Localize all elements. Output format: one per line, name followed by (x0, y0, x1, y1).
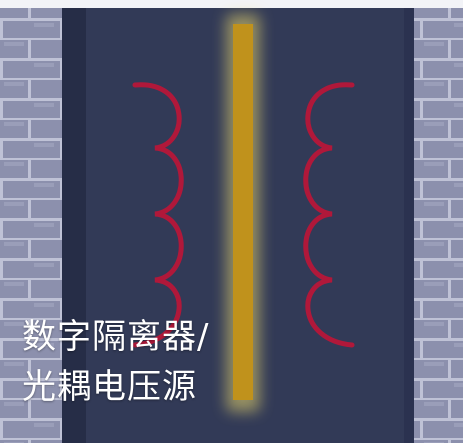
chip-edge-left (62, 8, 86, 443)
caption: 数字隔离器/ 光耦电压源 (22, 312, 322, 412)
coil-icon-left (132, 82, 184, 348)
brick-wall-left (0, 0, 70, 443)
coil-icon-right (303, 82, 355, 348)
isolation-barrier-icon (226, 14, 260, 412)
caption-line-2: 光耦电压源 (22, 367, 197, 407)
chip-edge-right (404, 8, 414, 443)
caption-line-1: 数字隔离器/ (22, 317, 210, 357)
top-strip (0, 0, 463, 8)
